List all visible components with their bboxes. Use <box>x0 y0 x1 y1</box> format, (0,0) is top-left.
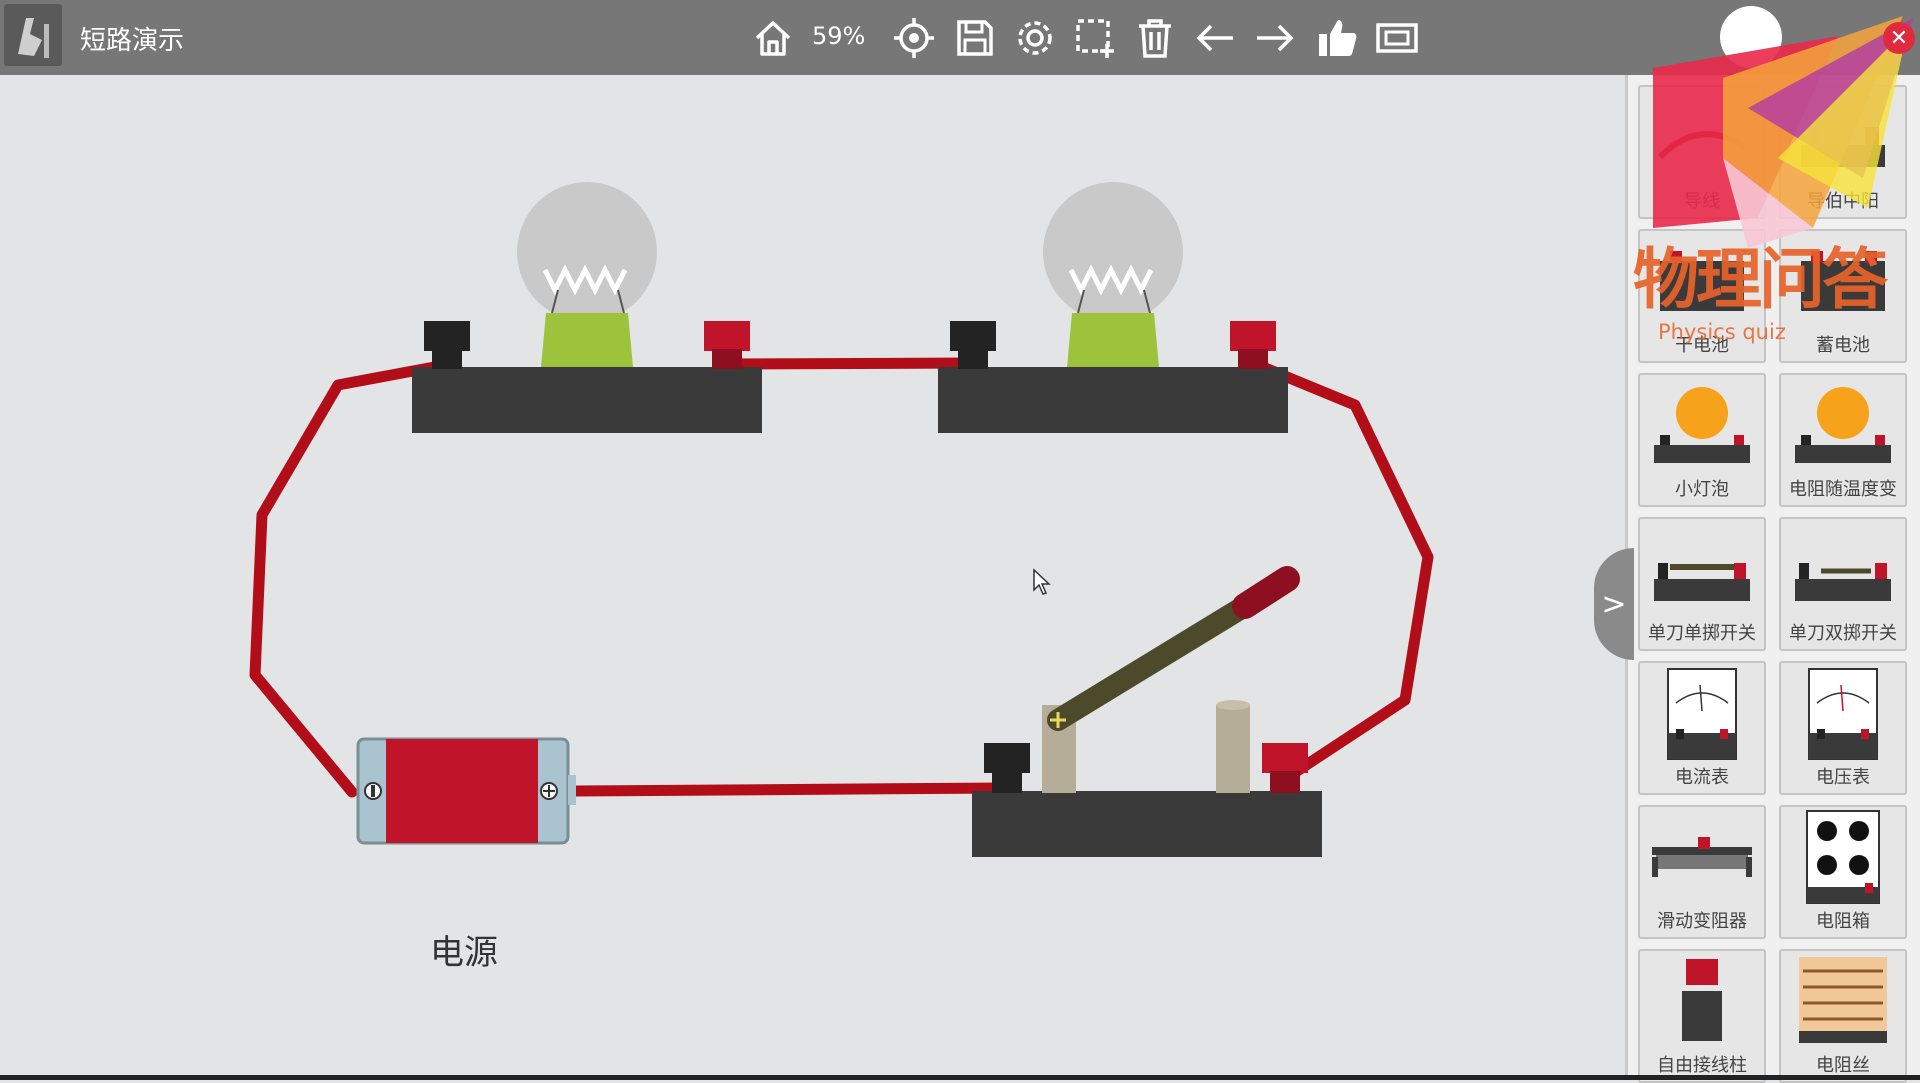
bottom-edge <box>0 1075 1920 1080</box>
target-icon <box>894 18 934 58</box>
component-label: 小灯泡 <box>1675 479 1729 500</box>
mouse-cursor-icon <box>1033 568 1051 595</box>
component-label: 单刀单掷开关 <box>1648 623 1756 644</box>
select-area-icon <box>1076 19 1114 58</box>
component-small-bulb[interactable]: 小灯泡 <box>1638 373 1766 507</box>
close-icon: ✕ <box>1889 25 1909 51</box>
component-label: 单刀双掷开关 <box>1789 623 1897 644</box>
circuit-diagram <box>249 182 1434 857</box>
app-title: 短路演示 <box>80 26 185 56</box>
arrow-right-icon <box>1257 24 1294 52</box>
component-spdt-switch[interactable]: 单刀双掷开关 <box>1779 517 1907 651</box>
component-label: 电阻箱 <box>1816 911 1870 932</box>
collapse-sidebar-button[interactable]: > <box>1594 548 1634 660</box>
component-rheostat[interactable]: 滑动变阻器 <box>1638 805 1766 939</box>
wire-battery-to-bulb1 <box>249 359 451 798</box>
circuit-canvas[interactable]: 电源 <box>0 75 1625 1075</box>
delete-button[interactable] <box>1130 13 1180 63</box>
redo-button[interactable] <box>1250 13 1300 63</box>
top-toolbar: 短路演示 59% <box>0 0 1920 75</box>
component-label: 滑动变阻器 <box>1657 911 1747 932</box>
component-temperature-resistor[interactable]: 电阻随温度变 <box>1779 373 1907 507</box>
component-label: 干电池 <box>1675 335 1729 356</box>
home-icon <box>755 21 791 56</box>
watermark-subtext: Physics quiz <box>1658 320 1786 344</box>
close-button[interactable]: ✕ <box>1883 22 1915 54</box>
component-free-terminal[interactable]: 自由接线柱 <box>1638 949 1766 1083</box>
home-button[interactable] <box>748 13 798 63</box>
save-button[interactable] <box>950 13 1000 63</box>
fit-screen-icon <box>1376 23 1418 53</box>
gear-icon <box>1018 21 1052 55</box>
arrow-left-icon <box>1196 24 1233 52</box>
component-ammeter[interactable]: 电流表 <box>1638 661 1766 795</box>
like-button[interactable] <box>1312 13 1362 63</box>
app-logo-icon <box>4 4 62 66</box>
watermark-text: 物理问答 <box>1633 241 1888 318</box>
bulb-2[interactable] <box>938 182 1288 433</box>
component-resistance-box[interactable]: 电阻箱 <box>1779 805 1907 939</box>
settings-button[interactable] <box>1010 13 1060 63</box>
component-label: 电阻随温度变 <box>1789 479 1897 500</box>
component-label: 电压表 <box>1816 767 1870 788</box>
knife-switch[interactable] <box>972 566 1322 857</box>
watermark-logo-icon <box>1653 16 1913 248</box>
select-area-button[interactable] <box>1070 13 1120 63</box>
thumbs-up-icon <box>1319 20 1357 56</box>
wire-bulb1-to-bulb2 <box>722 357 981 370</box>
trash-icon <box>1139 19 1171 58</box>
component-voltmeter[interactable]: 电压表 <box>1779 661 1907 795</box>
locate-button[interactable] <box>889 13 939 63</box>
component-palette: 导线 导伯中阳 干电池 蓄电池 小灯泡 电阻随温度变 单刀单掷开关 单刀双掷开关… <box>1625 75 1920 1083</box>
component-label: 电阻丝 <box>1816 1055 1870 1076</box>
component-dry-cell[interactable]: 干电池 <box>1638 229 1766 363</box>
fit-screen-button[interactable] <box>1372 13 1422 63</box>
wire-bulb2-to-switch <box>1247 357 1434 783</box>
wire-battery-to-switch <box>569 782 1011 797</box>
component-label: 蓄电池 <box>1816 335 1870 356</box>
bulb-1[interactable] <box>412 182 762 433</box>
zoom-level: 59% <box>812 22 866 50</box>
component-storage-battery[interactable]: 蓄电池 <box>1779 229 1907 363</box>
undo-button[interactable] <box>1190 13 1240 63</box>
save-icon <box>957 20 993 56</box>
battery-label: 电源 <box>430 933 498 973</box>
component-label: 电流表 <box>1675 767 1729 788</box>
component-spst-switch[interactable]: 单刀单掷开关 <box>1638 517 1766 651</box>
component-resistance-wire[interactable]: 电阻丝 <box>1779 949 1907 1083</box>
battery[interactable] <box>356 737 576 845</box>
component-label: 自由接线柱 <box>1657 1055 1747 1076</box>
